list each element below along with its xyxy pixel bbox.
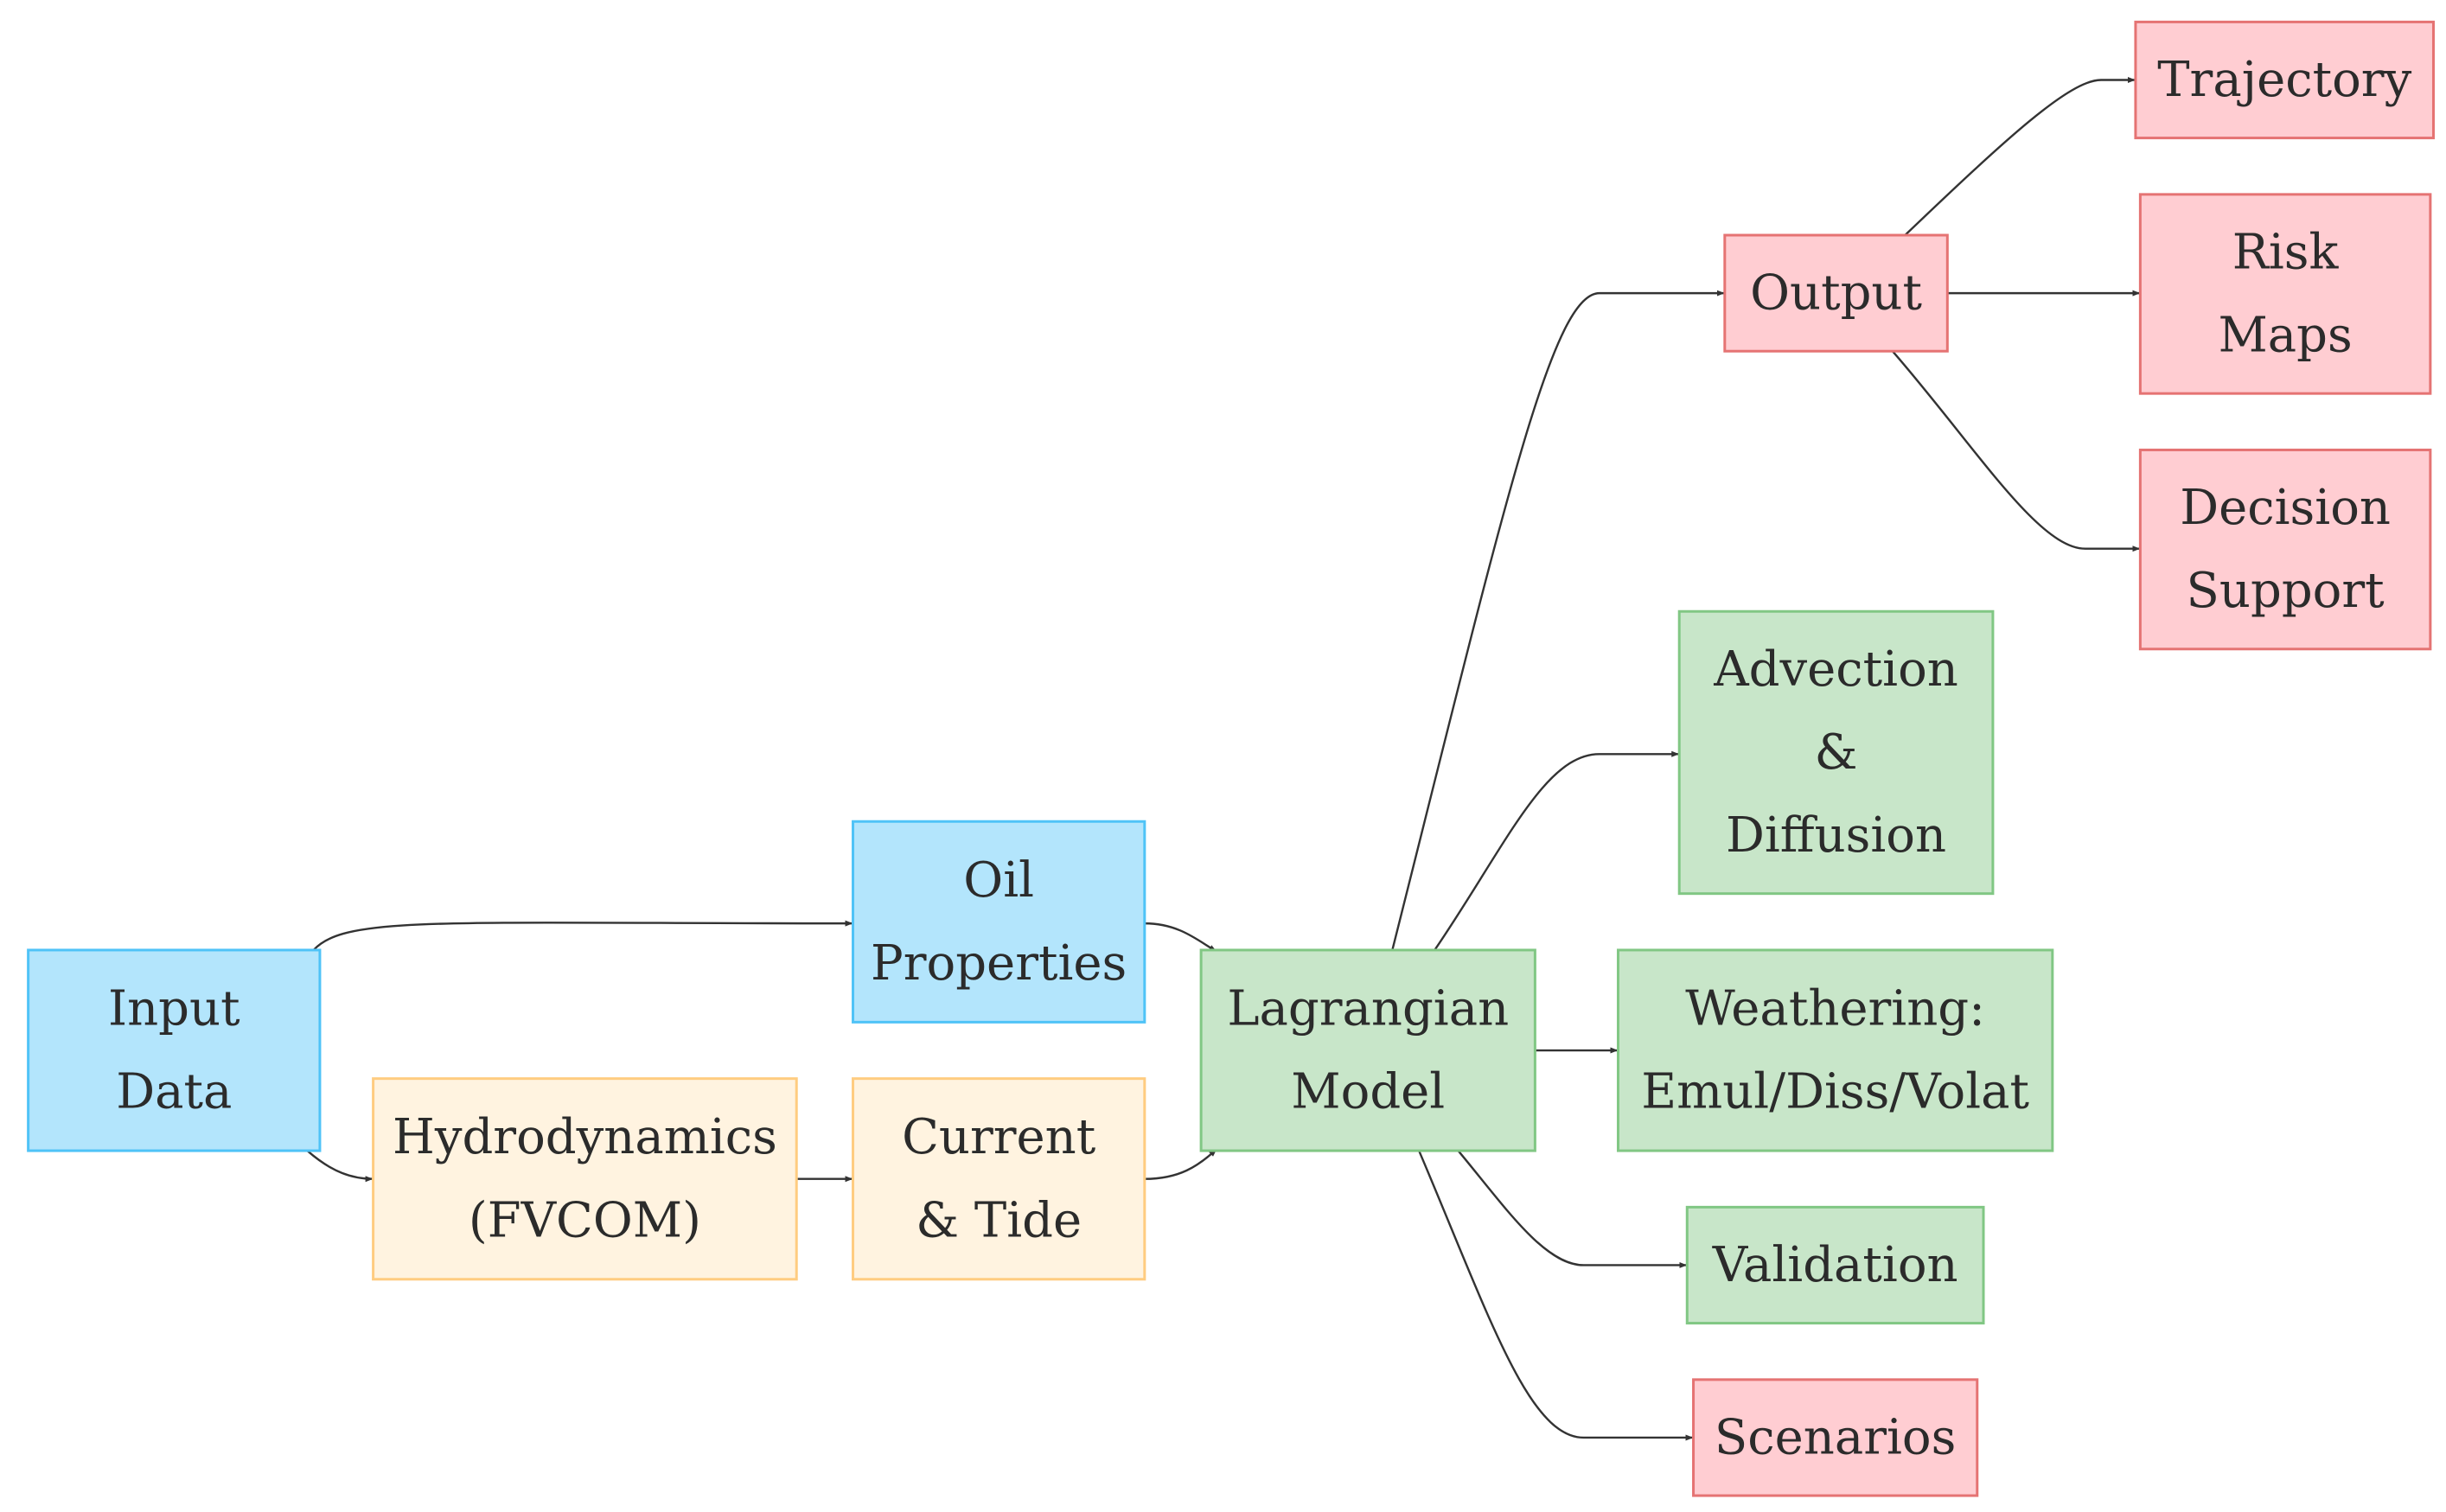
node-label-input-line-2: Data xyxy=(116,1064,232,1120)
node-box-scenarios xyxy=(1692,1378,1979,1497)
edge-input-to-oil xyxy=(312,920,853,951)
node-label-hydro-line-2: (FVCOM) xyxy=(469,1192,701,1248)
node-output: Output xyxy=(1723,233,1949,353)
node-label-advection-line-1: Advection xyxy=(1713,641,1958,698)
node-label-input-line-1: Input xyxy=(108,980,240,1037)
node-label-current-line-2: & Tide xyxy=(916,1192,1082,1248)
edges-layer xyxy=(306,76,2141,1441)
node-box-output xyxy=(1723,233,1949,353)
node-label-hydro-line-1: Hydrodynamics xyxy=(393,1109,777,1165)
node-box-advection xyxy=(1677,609,1995,896)
edge-lagrangian-to-advection xyxy=(1434,750,1680,951)
edge-current-to-lagrangian xyxy=(1144,1148,1218,1180)
edge-output-to-trajectory xyxy=(1904,76,2136,236)
node-box-validation xyxy=(1685,1205,1985,1325)
edge-output-to-decision xyxy=(1891,350,2141,552)
node-label-advection-line-2: & xyxy=(1815,724,1858,781)
edge-lagrangian-to-scenarios xyxy=(1418,1150,1694,1441)
edge-lagrangian-to-output xyxy=(1391,290,1725,951)
node-label-oil-line-1: Oil xyxy=(963,852,1034,909)
edge-lagrangian-to-validation xyxy=(1457,1150,1688,1268)
node-box-decision xyxy=(2138,448,2432,651)
node-weathering: Weathering: Emul/Diss/Volat xyxy=(1616,948,2054,1152)
node-box-risk xyxy=(2138,193,2432,395)
node-box-oil xyxy=(852,820,1146,1024)
node-label-output-line-1: Output xyxy=(1750,265,1922,322)
node-box-lagrangian xyxy=(1199,948,1536,1152)
node-hydro: Hydrodynamics (FVCOM) xyxy=(372,1077,798,1281)
node-label-validation-line-1: Validation xyxy=(1712,1237,1958,1293)
node-label-current-line-1: Current xyxy=(902,1109,1096,1165)
node-label-decision-line-2: Support xyxy=(2187,563,2385,619)
node-box-weathering xyxy=(1616,948,2054,1152)
node-scenarios: Scenarios xyxy=(1692,1378,1979,1497)
node-current: Current & Tide xyxy=(852,1077,1146,1281)
node-advection: Advection & Diffusion xyxy=(1677,609,1995,896)
node-label-weathering-line-2: Emul/Diss/Volat xyxy=(1641,1064,2029,1120)
node-box-input xyxy=(27,948,322,1152)
node-label-decision-line-1: Decision xyxy=(2180,480,2391,536)
node-label-advection-line-3: Diffusion xyxy=(1726,807,1946,864)
node-label-risk-line-1: Risk xyxy=(2232,224,2340,280)
node-label-scenarios-line-1: Scenarios xyxy=(1715,1409,1956,1465)
node-label-lagrangian-line-2: Model xyxy=(1291,1064,1445,1120)
node-label-lagrangian-line-1: Lagrangian xyxy=(1227,980,1509,1037)
node-label-oil-line-2: Properties xyxy=(871,935,1127,992)
node-validation: Validation xyxy=(1685,1205,1985,1325)
node-trajectory: Trajectory xyxy=(2134,20,2435,140)
node-box-hydro xyxy=(372,1077,798,1281)
node-label-risk-line-2: Maps xyxy=(2218,308,2352,364)
node-box-current xyxy=(852,1077,1146,1281)
node-label-trajectory-line-1: Trajectory xyxy=(2157,52,2411,108)
edge-input-to-hydro xyxy=(306,1150,374,1183)
node-label-weathering-line-1: Weathering: xyxy=(1685,980,1985,1037)
edge-oil-to-lagrangian xyxy=(1144,922,1217,953)
node-box-trajectory xyxy=(2134,20,2435,140)
